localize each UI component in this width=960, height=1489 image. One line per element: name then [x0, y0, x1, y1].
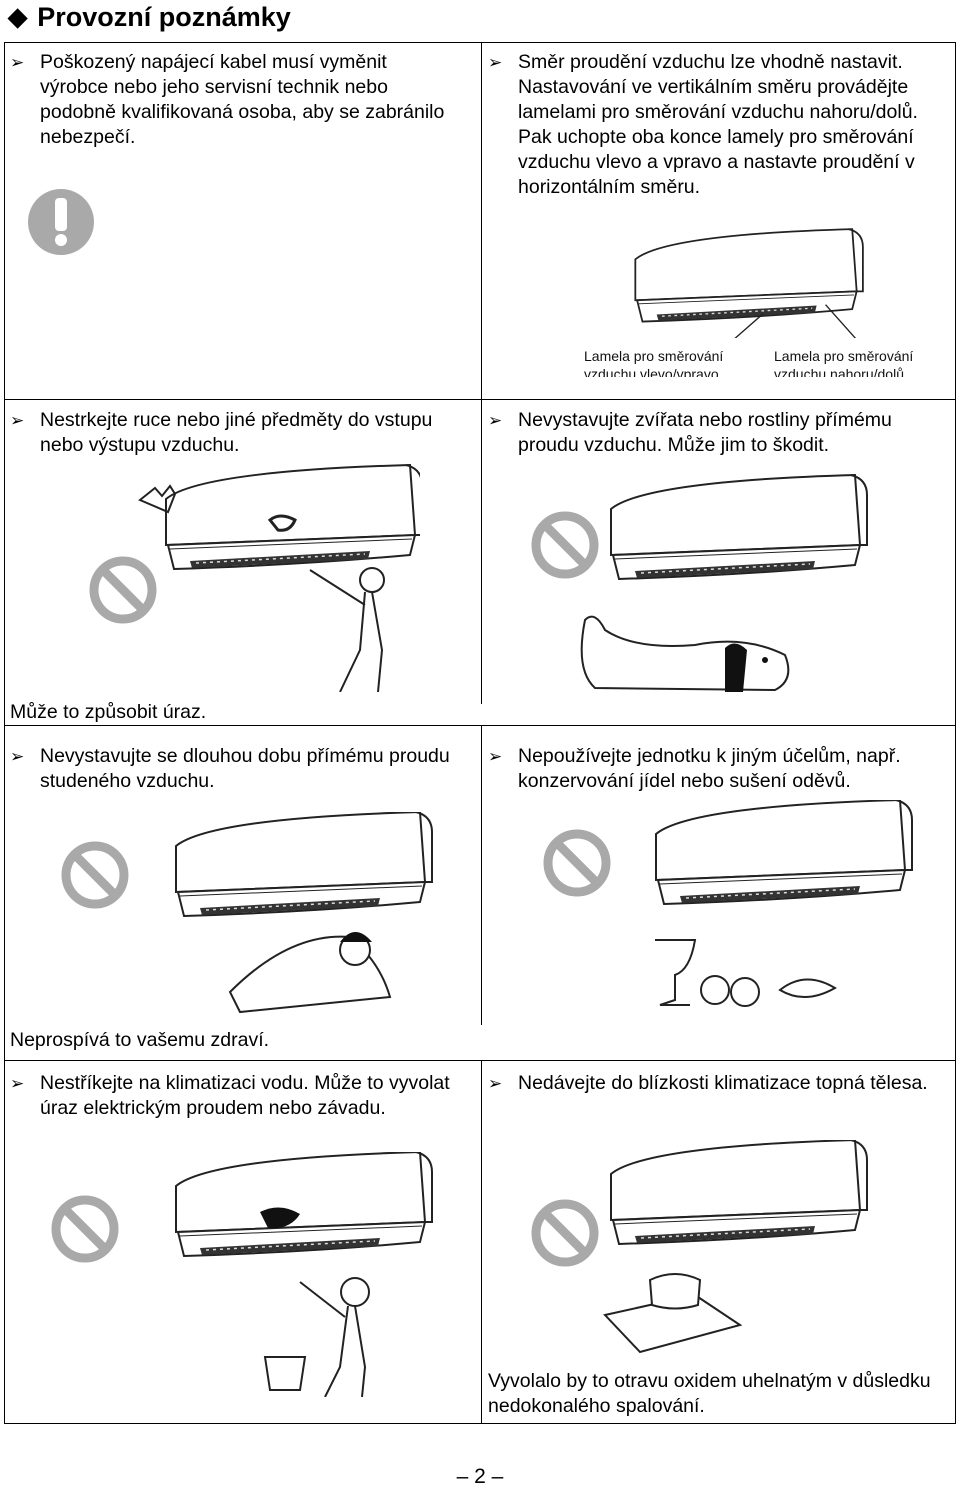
ac-dog-illustration	[580, 474, 868, 692]
note-no-cold-air: ➢ Nevystavujte se dlouhou dobu přímému p…	[10, 744, 470, 794]
page-number: – 2 –	[456, 1465, 504, 1488]
note-text: Nestříkejte na klimatizaci vodu. Může to…	[40, 1072, 450, 1119]
column-divider	[481, 725, 482, 1025]
note-damaged-cable: ➢ Poškozený napájecí kabel musí vyměnit …	[10, 50, 450, 150]
label-louver-left-right: Lamela pro směrování vzduchu vlevo/vprav…	[584, 348, 724, 377]
note-injury: Může to způsobit úraz.	[10, 701, 207, 723]
note-text: Nedávejte do blízkosti klimatizace topná…	[518, 1072, 928, 1094]
note-text: Nevystavujte se dlouhou dobu přímému pro…	[40, 745, 450, 792]
note-no-other-use: ➢ Nepoužívejte jednotku k jiným účelům, …	[488, 744, 950, 794]
column-divider	[481, 43, 482, 399]
note-no-water: ➢ Nestříkejte na klimatizaci vodu. Může …	[10, 1071, 470, 1121]
note-health: Neprospívá to vašemu zdraví.	[10, 1029, 270, 1051]
note-no-hands: ➢ Nestrkejte ruce nebo jiné předměty do …	[10, 408, 475, 458]
prohibition-icon	[542, 828, 612, 898]
note-airflow-direction: ➢ Směr proudění vzduchu lze vhodně nasta…	[488, 50, 950, 200]
prohibition-icon	[60, 840, 130, 910]
notes-grid	[4, 42, 956, 1424]
ac-food-illustration	[655, 800, 913, 1007]
note-co-poisoning: Vyvolalo by to otravu oxidem uhelnatým v…	[488, 1370, 931, 1417]
ac-sleeping-person-illustration	[175, 812, 433, 1014]
exclamation-icon	[28, 189, 94, 255]
label-louver-up-down: Lamela pro směrování vzduchu nahoru/dolů	[774, 348, 914, 377]
arrow-bullet-icon: ➢	[10, 411, 25, 430]
ac-hand-illustration	[138, 464, 420, 692]
ac-water-illustration	[175, 1152, 433, 1397]
note-text: Směr proudění vzduchu lze vhodně nastavi…	[518, 51, 918, 198]
section-title: Provozní poznámky	[37, 1, 291, 32]
note-no-heaters: ➢ Nedávejte do blízkosti klimatizace top…	[488, 1071, 950, 1096]
note-text: Nepoužívejte jednotku k jiným účelům, na…	[518, 745, 901, 792]
row-divider	[5, 399, 955, 400]
section-heading: ◆ Provozní poznámky	[8, 0, 291, 34]
prohibition-icon	[530, 1198, 600, 1268]
note-text: Nevystavujte zvířata nebo rostliny přímé…	[518, 409, 892, 456]
note-text: Poškozený napájecí kabel musí vyměnit vý…	[40, 51, 445, 148]
note-text: Nestrkejte ruce nebo jiné předměty do vs…	[40, 409, 433, 456]
ac-unit-louvers-illustration	[634, 228, 864, 338]
ac-stove-illustration	[603, 1140, 868, 1354]
row-divider	[5, 725, 955, 726]
arrow-bullet-icon: ➢	[488, 747, 503, 766]
arrow-bullet-icon: ➢	[488, 1074, 503, 1093]
arrow-bullet-icon: ➢	[10, 747, 25, 766]
row-divider	[5, 1060, 955, 1061]
note-no-animals: ➢ Nevystavujte zvířata nebo rostliny pří…	[488, 408, 950, 458]
prohibition-icon	[50, 1194, 120, 1264]
arrow-bullet-icon: ➢	[488, 53, 503, 72]
diamond-bullet-icon: ◆	[8, 3, 28, 31]
column-divider	[481, 1060, 482, 1423]
arrow-bullet-icon: ➢	[488, 411, 503, 430]
arrow-bullet-icon: ➢	[10, 53, 25, 72]
arrow-bullet-icon: ➢	[10, 1074, 25, 1093]
column-divider	[481, 399, 482, 704]
